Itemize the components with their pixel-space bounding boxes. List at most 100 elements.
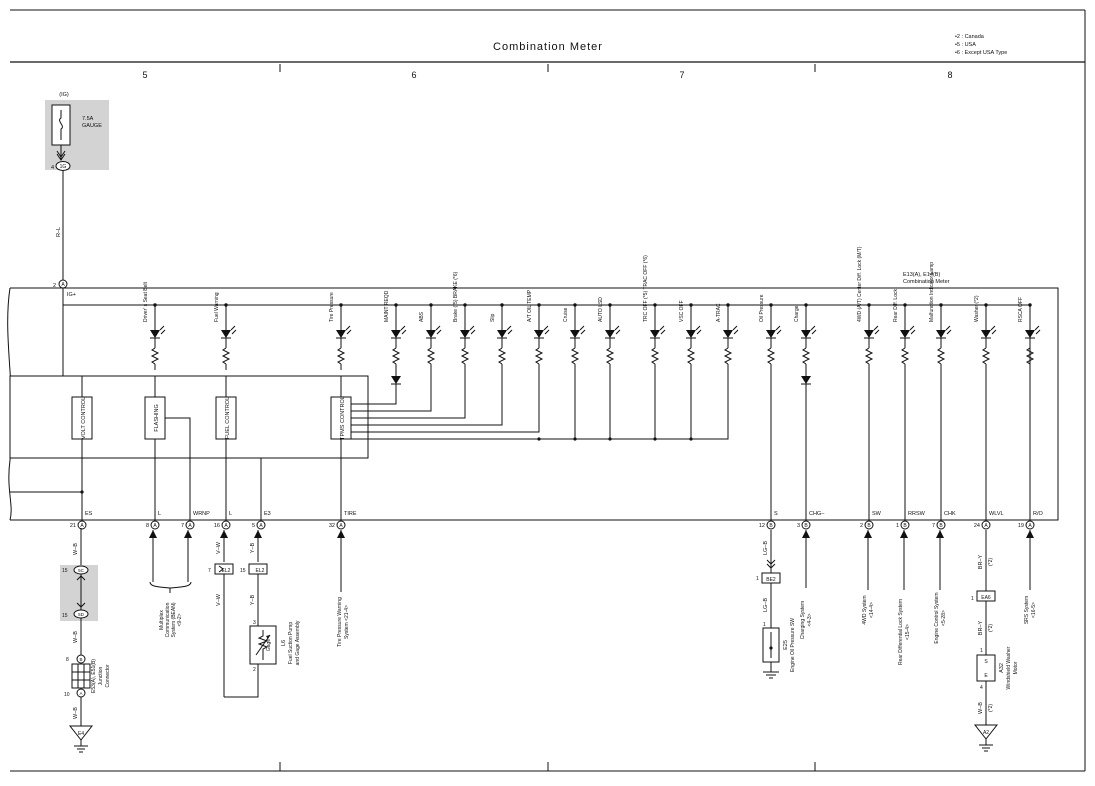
svg-text:4: 4: [980, 685, 983, 691]
lamp-label: ABS: [419, 311, 425, 322]
svg-text:1G: 1G: [60, 164, 67, 170]
terminal-conn: B: [804, 523, 808, 529]
svg-text:Motor: Motor: [1013, 661, 1019, 674]
svg-text:E13(A), E14(B): E13(A), E14(B): [903, 272, 940, 278]
terminal-pin: 21: [70, 523, 76, 529]
terminal-conn: B: [903, 523, 907, 529]
svg-text:A: A: [79, 691, 82, 696]
fuel-pump-branch: V–W 7 EL2 V–W Y–B 15 EL2 Y–B 3 Gage 2 L6…: [208, 530, 301, 698]
svg-text:W–B: W–B: [978, 702, 984, 714]
svg-text:EA6: EA6: [981, 595, 991, 601]
svg-text:(*2): (*2): [988, 624, 994, 632]
terminal-pin: 1: [896, 523, 899, 529]
internal-wiring: [10, 305, 1031, 520]
terminal-name: L: [229, 511, 232, 517]
lamp-13: A-TRAC: [716, 303, 739, 370]
svg-text:L6: L6: [281, 640, 287, 646]
lamp-4: MAINT REQD: [384, 290, 407, 386]
ground-e4-branch: W–B 15 5C 15 5D W–B 8 B E53(A), E51(B) J…: [60, 528, 111, 753]
oil-pressure-branch: LG–B 1 BE2 LG–B 1 E25 Engine Oil Pressur…: [756, 530, 813, 679]
terminal-name: SW: [872, 511, 882, 517]
svg-text:V–W: V–W: [216, 541, 222, 554]
ground-e4-symbol: [68, 725, 94, 741]
terminal-name: ES: [85, 511, 93, 517]
terminal-conn: A: [153, 523, 157, 529]
svg-text:A32: A32: [999, 663, 1005, 673]
terminal-pin: 8: [146, 523, 149, 529]
terminal-name: L: [158, 511, 161, 517]
svg-text:7: 7: [208, 568, 211, 574]
volt-control-label: VOLT CONTROL: [81, 397, 87, 439]
svg-text:E53(A), E51(B): E53(A), E51(B): [91, 659, 97, 693]
terminal-pin: 32: [329, 523, 335, 529]
lamp-label: AUTO LSD: [598, 297, 604, 322]
svg-text:Y–B: Y–B: [250, 542, 256, 553]
note-1: •2 : Canada: [955, 34, 985, 40]
svg-text:8: 8: [66, 657, 69, 663]
terminal-pin: 2: [860, 523, 863, 529]
note-3: •6 : Except USA Type: [955, 50, 1007, 56]
fuel-control-label: FUEL CONTROL: [225, 397, 231, 439]
lamp-8: A/T OIL TEMP: [527, 289, 550, 370]
svg-text:LG–B: LG–B: [763, 541, 769, 555]
svg-text:Combination Meter: Combination Meter: [903, 279, 950, 285]
column-5-label: 5: [142, 70, 147, 80]
lamp-label: Charge: [794, 305, 800, 322]
terminal-conn: B: [769, 523, 773, 529]
svg-text:4: 4: [51, 165, 54, 171]
svg-text:1: 1: [980, 648, 983, 654]
svg-text:1: 1: [763, 622, 766, 628]
lamp-label: A-TRAC: [716, 303, 722, 322]
svg-text:<14-4>: <14-4>: [869, 602, 875, 618]
lamp-6: Brake (*5) BRAKE (*6): [453, 271, 476, 370]
column-ruler: 5 6 7 8: [142, 64, 953, 771]
svg-text:Fuel Suction Pump: Fuel Suction Pump: [288, 622, 294, 664]
lamp-18: Malfunction Indicator Lamp: [929, 262, 952, 370]
lamp-20: RSCA OFF: [1018, 297, 1041, 370]
lamp-label: TRC OFF (*5) TRAC OFF (*6): [643, 255, 649, 322]
ground-a2-label: A2: [983, 730, 989, 736]
terminal-conn: B: [939, 523, 943, 529]
svg-text:E25: E25: [783, 640, 789, 650]
flashing-label: FLASHING: [154, 404, 160, 432]
svg-text:(*2): (*2): [988, 704, 994, 712]
svg-text:<15-4>: <15-4>: [905, 624, 911, 640]
lamp-label: MAINT REQD: [384, 290, 390, 322]
wire-rl-label: R–L: [56, 227, 62, 237]
svg-text:10: 10: [64, 692, 70, 698]
lamp-label: Driver' s Seat Belt: [143, 282, 149, 322]
lamp-label: Slip: [490, 313, 496, 322]
column-6-label: 6: [411, 70, 416, 80]
svg-text:3: 3: [253, 620, 256, 626]
svg-text:A: A: [61, 282, 65, 288]
svg-text:W–B: W–B: [73, 543, 79, 555]
svg-text:2: 2: [253, 667, 256, 673]
lamp-label: Rear Diff. Lock: [893, 289, 899, 322]
terminal-pin: 24: [974, 523, 980, 529]
lamp-16: 4WD (A/T) Center Diff. Lock (M/T): [857, 246, 880, 370]
lamp-label: Tire Pressure: [329, 292, 335, 322]
svg-text:System (BEAN): System (BEAN): [171, 602, 177, 637]
terminal-name: CHG–: [809, 511, 825, 517]
svg-text:Junction: Junction: [98, 666, 104, 685]
svg-text:and Gage Assembly: and Gage Assembly: [295, 620, 301, 665]
terminal-pin: 12: [759, 523, 765, 529]
svg-text:1: 1: [756, 576, 759, 582]
svg-text:SRS System: SRS System: [1024, 596, 1030, 624]
svg-text:BR–Y: BR–Y: [978, 554, 984, 569]
tire-pressure-branch: Tire Pressure Warning System <21-4>: [337, 530, 350, 647]
lamp-1: Driver' s Seat Belt: [143, 282, 166, 370]
lamp-label: VSC OFF: [679, 300, 685, 322]
svg-text:5C: 5C: [78, 568, 85, 573]
terminal-conn: A: [339, 523, 343, 529]
control-blocks: VOLT CONTROL FLASHING FUEL CONTROL TPMS …: [71, 370, 729, 441]
terminal-conn: A: [259, 523, 263, 529]
